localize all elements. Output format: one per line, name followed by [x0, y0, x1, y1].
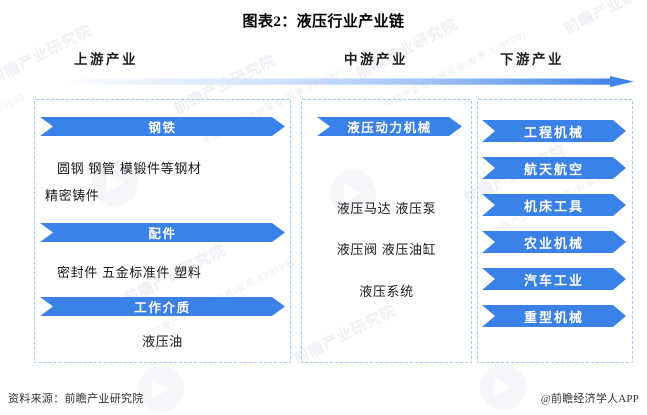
source-note: 资料来源：前瞻产业研究院: [8, 393, 144, 405]
midstream-line-3: 液压系统: [359, 284, 414, 299]
upstream-steel-line-2: 精密铸件: [45, 188, 100, 203]
upstream-banner-parts[interactable]: 配件: [40, 223, 285, 242]
midstream-line-1: 液压马达 液压泵: [336, 201, 437, 216]
midstream-line-2: 液压阀 液压油缸: [336, 242, 437, 257]
panel-downstream: [477, 99, 633, 363]
downstream-item-machine-tools[interactable]: 机床工具: [482, 194, 626, 216]
stage-label-downstream: 下游产业: [500, 52, 564, 67]
downstream-item-automotive-industry[interactable]: 汽车工业: [482, 268, 626, 290]
upstream-banner-steel[interactable]: 钢铁: [40, 117, 285, 136]
page-title: 图表2：液压行业产业链: [242, 14, 405, 30]
downstream-item-construction-machinery[interactable]: 工程机械: [482, 120, 626, 142]
upstream-parts-line-1: 密封件 五金标准件 塑料: [57, 265, 202, 280]
panel-upstream: [34, 99, 291, 363]
stage-label-upstream: 上游产业: [74, 52, 138, 67]
downstream-item-aerospace[interactable]: 航天航空: [482, 157, 626, 179]
flow-arrow-icon: [62, 74, 634, 87]
brand-credit: @前瞻经济学人APP: [540, 393, 639, 405]
upstream-medium-line-1: 液压油: [142, 334, 183, 349]
watermark-logo-icon: [138, 366, 184, 412]
upstream-steel-line-1: 圆钢 钢管 模锻件等钢材: [57, 161, 202, 176]
upstream-banner-medium[interactable]: 工作介质: [40, 297, 285, 316]
midstream-banner[interactable]: 液压动力机械: [317, 117, 462, 136]
downstream-item-agricultural-machinery[interactable]: 农业机械: [482, 231, 626, 253]
watermark-code: 839599: [0, 91, 27, 117]
stage-label-midstream: 中游产业: [344, 52, 408, 67]
panel-midstream: [301, 99, 472, 363]
watermark-logo-icon: [480, 364, 526, 410]
downstream-item-heavy-machinery[interactable]: 重型机械: [482, 305, 626, 327]
